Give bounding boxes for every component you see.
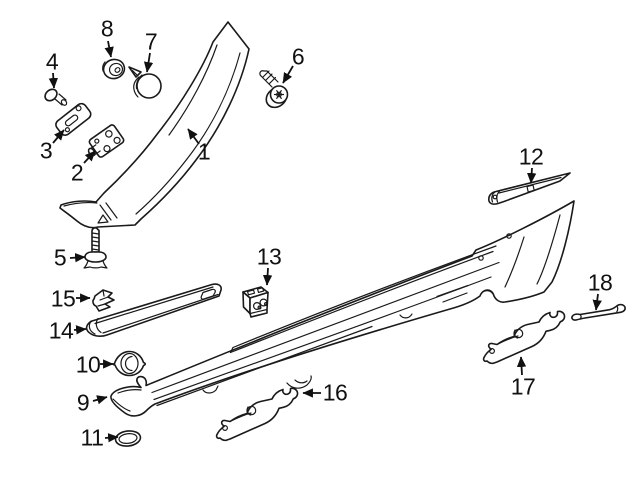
callout-label-18[interactable]: 18 bbox=[587, 269, 613, 296]
callout-label-3[interactable]: 3 bbox=[39, 137, 53, 164]
callout-label-14[interactable]: 14 bbox=[48, 317, 74, 344]
part-16-retainer-bracket bbox=[215, 387, 299, 442]
part-1-pillar-trim bbox=[59, 21, 250, 229]
callout-label-5[interactable]: 5 bbox=[53, 244, 67, 271]
callout-arrow-3 bbox=[52, 129, 65, 144]
part-8-grommet bbox=[102, 58, 126, 80]
part-4-rivet bbox=[44, 88, 68, 106]
part-12-end-trim bbox=[488, 172, 571, 205]
callout-label-2[interactable]: 2 bbox=[70, 159, 84, 186]
callout-label-1[interactable]: 1 bbox=[197, 138, 211, 165]
callout-arrow-12 bbox=[526, 167, 537, 184]
part-10-grommet bbox=[112, 350, 146, 377]
callout-arrow-13 bbox=[262, 267, 273, 286]
callout-arrow-9 bbox=[92, 395, 108, 405]
part-7-clip bbox=[128, 66, 162, 99]
callout-label-12[interactable]: 12 bbox=[518, 143, 544, 170]
part-9-rocker-molding bbox=[110, 200, 575, 417]
callout-label-9[interactable]: 9 bbox=[76, 389, 90, 416]
callout-arrow-17 bbox=[516, 356, 527, 376]
part-3-plate-bracket bbox=[55, 102, 92, 136]
callout-arrow-8 bbox=[104, 40, 114, 58]
part-13-bracket bbox=[242, 286, 269, 318]
callout-arrow-2 bbox=[83, 150, 96, 164]
callout-label-10[interactable]: 10 bbox=[75, 351, 101, 378]
callout-label-8[interactable]: 8 bbox=[100, 15, 114, 42]
callout-arrow-11 bbox=[104, 433, 119, 443]
part-11-seal-ring bbox=[114, 430, 142, 447]
callout-arrow-7 bbox=[143, 52, 154, 73]
callout-label-11[interactable]: 11 bbox=[80, 424, 104, 451]
callout-label-16[interactable]: 16 bbox=[322, 379, 348, 406]
callout-arrow-5 bbox=[69, 252, 86, 263]
part-6-screw bbox=[259, 70, 289, 109]
callout-label-17[interactable]: 17 bbox=[510, 373, 536, 400]
callout-arrow-1 bbox=[187, 128, 200, 145]
part-14-molding-strip bbox=[85, 283, 222, 337]
callout-arrow-18 bbox=[592, 293, 602, 311]
callout-label-6[interactable]: 6 bbox=[291, 43, 305, 70]
part-2-bracket bbox=[87, 124, 125, 158]
callout-arrow-4 bbox=[48, 72, 59, 89]
callout-label-13[interactable]: 13 bbox=[256, 243, 282, 270]
part-5-screw bbox=[83, 227, 108, 269]
callout-arrow-14 bbox=[73, 325, 87, 335]
part-18-pin bbox=[571, 303, 626, 321]
part-17-retainer-bracket bbox=[482, 310, 566, 365]
part-15-clip bbox=[92, 289, 115, 312]
callout-label-4[interactable]: 4 bbox=[45, 48, 59, 75]
callout-arrows bbox=[48, 40, 602, 443]
callout-label-15[interactable]: 15 bbox=[50, 285, 76, 312]
callout-arrow-6 bbox=[282, 65, 294, 84]
callout-label-7[interactable]: 7 bbox=[144, 28, 158, 55]
